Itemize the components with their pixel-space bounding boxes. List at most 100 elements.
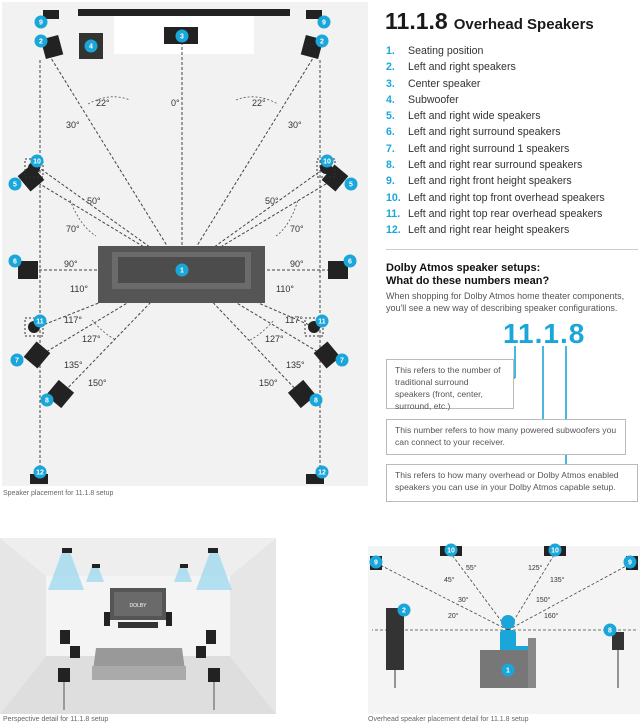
speaker-number-badge: 8	[45, 398, 49, 405]
dolby-description: When shopping for Dolby Atmos home theat…	[386, 291, 625, 313]
legend-item: 3. Center speaker	[386, 78, 636, 94]
angle-label: 160°	[544, 612, 559, 620]
config-subtitle: Overhead Speakers	[453, 16, 594, 33]
speaker-left-wide	[17, 164, 45, 192]
legend-label: Left and right wide speakers	[408, 110, 541, 123]
explanation-box-surround: This refers to the number of traditional…	[386, 359, 514, 411]
legend-label: Center speaker	[408, 77, 481, 90]
legend-number: 9.	[386, 175, 395, 188]
legend-item: 2.Left and right speakers	[386, 61, 636, 77]
speaker-number-badge: 12	[318, 470, 326, 477]
speaker-number-badge: 10	[447, 548, 455, 555]
legend-number: 8.	[386, 159, 395, 172]
speaker-left-surround-1	[23, 341, 51, 369]
speaker-right-surround-1	[313, 341, 341, 369]
speaker-number-badge: 8	[608, 628, 612, 635]
angle-label: 150°	[88, 378, 107, 388]
legend-label: Left and right speakers	[408, 61, 516, 74]
legend-number: 11.	[386, 207, 401, 220]
speaker-number-badge: 5	[13, 182, 17, 189]
angle-label: 55°	[466, 564, 477, 572]
room-floor	[2, 2, 368, 486]
speaker-number-badge: 8	[314, 398, 318, 405]
speaker-number-badge: 10	[323, 159, 331, 166]
legend-number: 10.	[386, 191, 401, 204]
angle-label: 127°	[265, 334, 284, 344]
legend-item: 4.Subwoofer	[386, 94, 636, 110]
speaker-right-rear-surround	[287, 379, 317, 409]
rear-speaker	[612, 632, 624, 650]
explanation-box-subwoofer: This number refers to how many powered s…	[386, 419, 626, 455]
speaker-right-front-height	[306, 10, 322, 19]
angle-label: 150°	[536, 596, 551, 604]
speaker-number-badge: 11	[36, 319, 44, 326]
legend-number: 1.	[386, 45, 395, 57]
tower-speaker-left	[386, 608, 404, 670]
config-title: 11.1.8	[385, 8, 448, 34]
speaker-number-badge: 10	[33, 159, 41, 166]
speaker-number-badge: 9	[374, 560, 378, 567]
legend-label: Left and right top rear overhead speaker…	[408, 207, 603, 220]
angle-label: 30°	[458, 596, 469, 604]
legend-label: Left and right front height speakers	[408, 175, 572, 188]
speaker-right-wide	[321, 164, 349, 192]
speaker-number-badge: 9	[322, 20, 326, 27]
speaker-number-badge: 12	[36, 470, 44, 477]
angle-label: 90°	[64, 259, 78, 269]
legend-label: Left and right top front overhead speake…	[408, 191, 605, 204]
angle-label: 50°	[265, 196, 279, 206]
speaker-number-badge: 11	[318, 319, 326, 326]
explanation-box-overhead: This refers to how many overhead or Dolb…	[386, 464, 638, 502]
speaker-number-badge: 2	[402, 608, 406, 615]
legend-number: 3.	[386, 77, 395, 90]
angle-label: 30°	[66, 120, 80, 130]
legend-item: 1. Seating position	[386, 45, 636, 61]
angle-label: 45°	[444, 576, 455, 584]
legend-number: 7.	[386, 142, 395, 155]
angle-label: 150°	[259, 378, 278, 388]
angle-label: 70°	[66, 224, 80, 234]
speaker-number-badge: 1	[506, 668, 510, 675]
legend-label: Left and right rear height speakers	[408, 224, 570, 237]
speaker-number-badge: 4	[89, 44, 93, 51]
seated-person	[500, 615, 532, 654]
speaker-left-surround	[18, 261, 38, 279]
angle-label: 50°	[87, 196, 101, 206]
speaker-number-badge: 6	[348, 259, 352, 266]
dolby-heading: Dolby Atmos speaker setups:	[386, 262, 541, 274]
angle-label: 135°	[550, 576, 565, 584]
angle-label: 110°	[70, 284, 88, 294]
legend-item: 9. Left and right front height speakers	[386, 175, 636, 191]
speaker-number-badge: 7	[340, 358, 344, 365]
speaker-badges: 9 2 4 3 9 2 10 5 10 5 6 6 1 11 11 7 7 8 …	[8, 15, 358, 479]
legend-label: Seating position	[408, 45, 484, 57]
angle-arcs	[69, 96, 299, 341]
speaker-number-badge: 1	[180, 268, 184, 275]
angle-label: 117°	[64, 315, 82, 325]
legend-item: 10. Left and right top front overhead spe…	[386, 192, 636, 208]
speaker-number-badge: 9	[39, 20, 43, 27]
speaker-number-badge: 5	[349, 182, 353, 189]
legend-item: 11. Left and right top rear overhead spea…	[386, 208, 636, 224]
angle-label: 110°	[276, 284, 294, 294]
angle-label: 20°	[448, 612, 459, 620]
legend-item: 8.Left and right rear surround speakers	[386, 159, 636, 175]
speaker-number-badge: 3	[180, 34, 184, 41]
speaker-legend: 1. Seating position 2.Left and right spea…	[386, 45, 636, 241]
perspective-diagram: DOLBY	[0, 538, 276, 714]
top-view-diagram: 22° 30° 0° 22° 30° 50° 70° 50° 70° 90° 1…	[2, 2, 368, 486]
front-wall	[78, 9, 290, 16]
angle-label: 90°	[290, 259, 304, 269]
angle-label: 22°	[96, 98, 110, 108]
legend-number: 4.	[386, 93, 395, 106]
angle-label: 135°	[64, 360, 83, 370]
speaker-number-badge: 9	[628, 560, 632, 567]
caption-main: Speaker placement for 11.1.8 setup	[3, 490, 114, 497]
caption-perspective: Perspective detail for 11.1.8 setup	[3, 716, 109, 723]
overhead-side-diagram: 55° 45° 30° 20° 125° 135° 150° 160° 9 10…	[368, 538, 640, 714]
speaker-number-badge: 7	[15, 358, 19, 365]
angle-labels: 22° 30° 0° 22° 30° 50° 70° 50° 70° 90° 1…	[64, 98, 305, 388]
page-title: 11.1.8 Overhead Speakers	[385, 8, 594, 35]
speaker-left-rear-height	[30, 474, 48, 484]
legend-number: 12.	[386, 224, 401, 237]
